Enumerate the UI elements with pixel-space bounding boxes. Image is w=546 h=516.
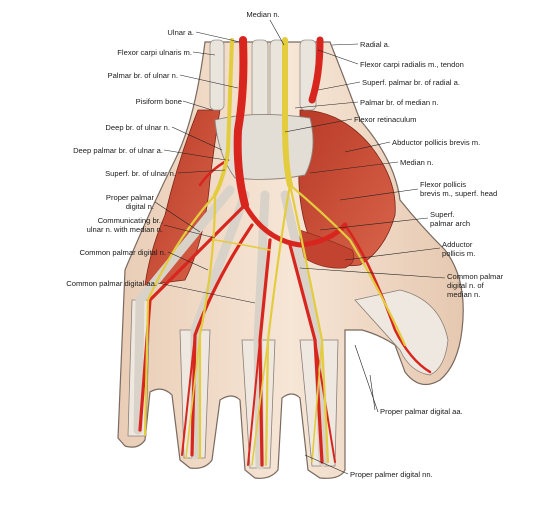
nerves [143, 37, 407, 467]
label-proper-palmar-digital-aa: Proper palmar digital aa. [380, 407, 463, 416]
label-pisiform-bone: Pisiform bone [135, 97, 182, 106]
label-superf-palmar-br-radial-a: Superf. palmar br. of radial a. [362, 78, 460, 87]
label-communicating-br: Communicating br., ulnar n. with median … [86, 216, 163, 234]
label-superf-palmar-arch: Superf. palmar arch [430, 210, 471, 228]
label-palmar-br-ulnar-n: Palmar br. of ulnar n. [107, 71, 179, 80]
label-radial-a: Radial a. [360, 40, 390, 49]
label-deep-palmar-br-ulnar-a: Deep palmar br. of ulnar a. [73, 146, 163, 155]
label-flexor-pollicis-brevis: Flexor pollicis brevis m., superf. head [420, 180, 498, 198]
label-palmar-br-median-n: Palmar br. of median n. [360, 98, 439, 107]
label-common-palmar-digital-aa: Common palmar digital aa. [66, 279, 157, 288]
label-ulnar-a: Ulnar a. [167, 28, 194, 37]
label-flexor-carpi-ulnaris: Flexor carpi ulnaris m. [117, 48, 192, 57]
adductor-pollicis [299, 229, 355, 269]
label-common-palmar-digital-n-median: Common palmar digital n. of median n. [447, 272, 504, 299]
forearm-tendons [209, 39, 317, 121]
label-proper-palmer-digital-nn: Proper palmer digital nn. [350, 470, 433, 479]
leader-lines [154, 19, 446, 475]
label-superf-br-ulnar-n: Superf. br. of ulnar n. [105, 169, 176, 178]
label-adductor-pollicis: Adductor pollicis m. [442, 240, 476, 258]
label-common-palmar-digital-n: Common palmar digital n. [79, 248, 166, 257]
label-flexor-retinaculum: Flexor retinaculum [354, 115, 417, 124]
hypothenar-muscle [144, 109, 221, 286]
label-median-n-right: Median n. [400, 158, 434, 167]
label-median-n-top: Median n. [246, 10, 280, 19]
label-deep-br-ulnar-n: Deep br. of ulnar n. [105, 123, 170, 132]
thenar-muscles [298, 109, 396, 267]
label-abductor-pollicis-brevis: Abductor pollicis brevis m. [392, 138, 481, 147]
label-flexor-carpi-radialis: Flexor carpi radialis m., tendon [360, 60, 464, 69]
label-proper-palmar-digital-n: Proper palmar digital n. [105, 193, 154, 211]
